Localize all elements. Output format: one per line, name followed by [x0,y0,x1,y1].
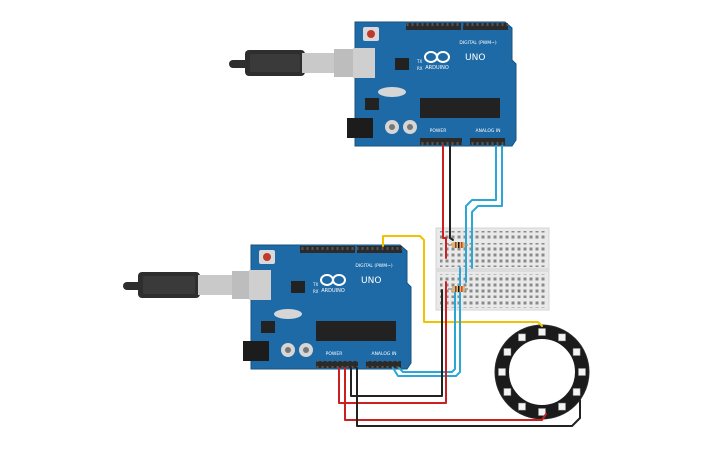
digital-header-bottom-a[interactable] [300,246,355,253]
analog-header-bottom[interactable] [366,361,401,368]
wire-black-top-gnd[interactable] [449,145,454,241]
arduino-logo-bottom [320,274,346,286]
wire-red-bottom-5v[interactable] [338,281,447,404]
neopixel-led [558,402,566,411]
tx-label-bottom: TX [312,282,318,287]
atmega-chip-top [420,98,500,118]
analog-label-bottom: ANALOG IN [371,351,396,357]
neopixel-led [518,402,526,411]
neopixel-led [572,348,581,356]
brand-label-top: ARDUINO [425,65,449,71]
neopixel-led [572,388,581,396]
tx-label-top: TX [416,59,422,64]
neopixel-led [538,328,546,336]
analog-label-top: ANALOG IN [475,128,500,134]
digital-header-bottom-b[interactable] [357,246,402,253]
rx-label-bottom: RX [313,289,319,294]
model-label-bottom: UNO [361,276,381,286]
analog-header-top[interactable] [470,138,505,145]
neopixel-led [538,408,546,416]
brand-label-bottom: ARDUINO [321,288,345,294]
resistor-1[interactable] [448,242,468,248]
wire-blue-top-b[interactable] [471,145,503,269]
usb-cable-top[interactable] [229,49,356,77]
wire-blue-top-a[interactable] [465,145,497,283]
usb-cable-bottom[interactable] [123,271,254,299]
wire-black-bottom-gnd[interactable] [350,289,443,397]
wire-yellow-data[interactable] [382,235,543,327]
breadboard[interactable] [435,227,550,311]
wire-black-ring[interactable] [356,367,581,427]
arduino-board-top[interactable]: ARDUINO UNO DIGITAL (PWM~) POWER ANALOG … [347,21,517,147]
digital-header-top-b[interactable] [463,23,508,30]
neopixel-led [503,348,512,356]
power-label-top: POWER [430,128,447,134]
neopixel-led [558,333,566,342]
resistor-2[interactable] [448,286,468,292]
digital-header-top-a[interactable] [406,23,461,30]
wire-blue-bottom-a[interactable] [392,267,461,377]
arduino-logo-top [424,51,450,63]
arduino-board-bottom[interactable]: ARDUINO UNO DIGITAL (PWM~) POWER ANALOG … [243,244,412,370]
neopixel-led [498,368,506,376]
neopixel-ring[interactable] [494,324,590,420]
atmega-chip-bottom [316,321,396,341]
digital-label-top: DIGITAL (PWM~) [459,40,497,46]
neopixel-led [518,333,526,342]
wire-blue-bottom-b[interactable] [398,289,456,373]
power-header-top[interactable] [420,138,462,145]
power-header-bottom[interactable] [316,361,358,368]
wire-red-top-5v[interactable] [442,145,447,259]
wire-red-ring[interactable] [344,367,547,421]
digital-label-bottom: DIGITAL (PWM~) [355,263,393,269]
power-label-bottom: POWER [326,351,343,357]
neopixel-led [578,368,586,376]
neopixel-led [503,388,512,396]
rx-label-top: RX [417,66,423,71]
model-label-top: UNO [465,53,485,63]
